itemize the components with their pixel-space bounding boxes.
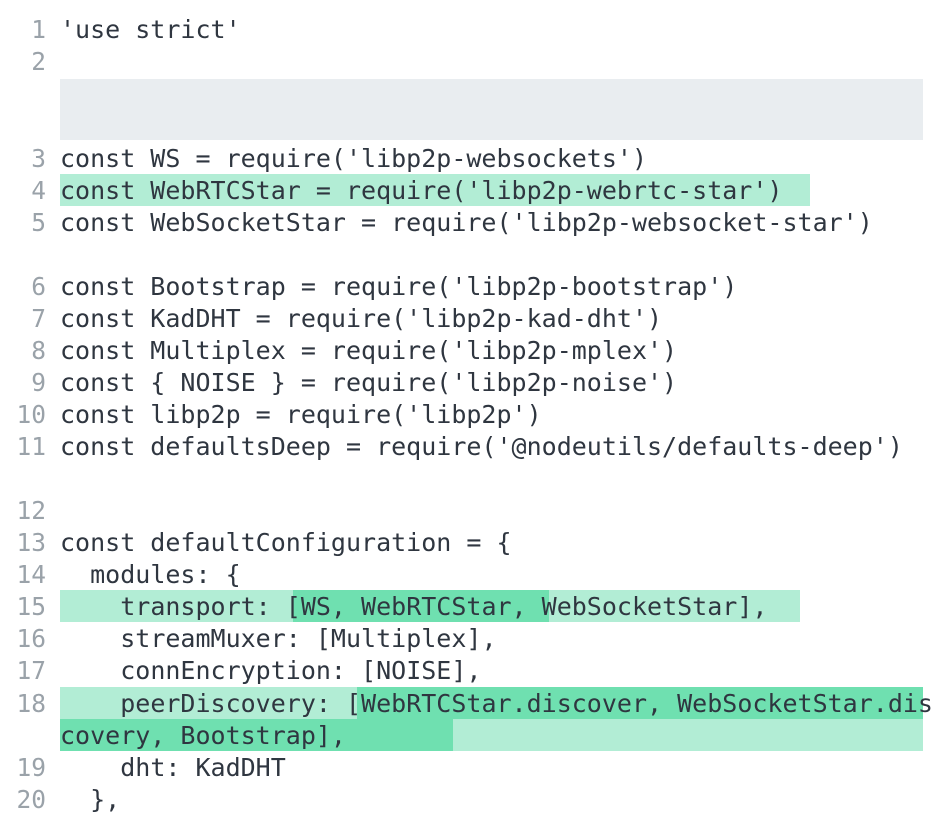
code-line-18[interactable]: 18 peerDiscovery: [WebRTCStar.discover, … xyxy=(0,688,945,752)
code-line-11[interactable]: 11 const defaultsDeep = require('@nodeut… xyxy=(0,431,945,463)
code-line-1[interactable]: 1 'use strict' xyxy=(0,14,945,46)
line-content: dht: KadDHT xyxy=(60,753,286,782)
line-number: 1 xyxy=(31,15,46,44)
line-content: streamMuxer: [Multiplex], xyxy=(60,624,497,653)
line-content: }, xyxy=(60,785,121,814)
code-line-12[interactable]: 12 xyxy=(0,495,945,527)
line-4-highlight-band xyxy=(60,174,810,206)
line-content: const defaultsDeep = require('@nodeutils… xyxy=(60,432,903,461)
line-number: 10 xyxy=(16,400,46,429)
code-line-8[interactable]: 8 const Multiplex = require('libp2p-mple… xyxy=(0,335,945,367)
code-line-6[interactable]: 6 const Bootstrap = require('libp2p-boot… xyxy=(0,271,945,303)
code-line-15[interactable]: 15 transport: [WS, WebRTCStar, WebSocket… xyxy=(0,591,945,623)
line-number: 2 xyxy=(31,47,46,76)
line-content: const KadDHT = require('libp2p-kad-dht') xyxy=(60,304,663,333)
code-line-14[interactable]: 14 modules: { xyxy=(0,559,945,591)
line-number: 16 xyxy=(16,624,46,653)
code-line-19[interactable]: 19 dht: KadDHT xyxy=(0,752,945,784)
line-15-word-highlight-band xyxy=(293,590,549,622)
line-content: const WebRTCStar = require('libp2p-webrt… xyxy=(60,176,783,205)
line-content: const { NOISE } = require('libp2p-noise'… xyxy=(60,368,678,397)
line-content: const Bootstrap = require('libp2p-bootst… xyxy=(60,272,738,301)
line-number: 6 xyxy=(31,272,46,301)
line-number: 20 xyxy=(16,785,46,814)
line-18-word-highlight-band-row2 xyxy=(60,719,453,751)
line-number: 18 xyxy=(16,689,46,718)
line-content: 'use strict' xyxy=(60,15,241,44)
code-line-9[interactable]: 9 const { NOISE } = require('libp2p-nois… xyxy=(0,367,945,399)
line-number: 12 xyxy=(16,496,46,525)
line-content: const WS = require('libp2p-websockets') xyxy=(60,144,647,173)
line-content: peerDiscovery: [WebRTCStar.discover, Web… xyxy=(60,689,933,750)
line-number: 19 xyxy=(16,753,46,782)
code-line-20[interactable]: 20 }, xyxy=(0,784,945,816)
code-line-7[interactable]: 7 const KadDHT = require('libp2p-kad-dht… xyxy=(0,303,945,335)
line-number: 8 xyxy=(31,336,46,365)
line-number: 15 xyxy=(16,592,46,621)
line-content: const Multiplex = require('libp2p-mplex'… xyxy=(60,336,678,365)
code-line-17[interactable]: 17 connEncryption: [NOISE], xyxy=(0,655,945,687)
line-content: const libp2p = require('libp2p') xyxy=(60,400,542,429)
line-content: modules: { xyxy=(60,560,241,589)
line-number: 14 xyxy=(16,560,46,589)
line-content: transport: [WS, WebRTCStar, WebSocketSta… xyxy=(60,592,768,621)
line-number: 3 xyxy=(31,144,46,173)
code-line-13[interactable]: 13 const defaultConfiguration = { xyxy=(0,527,945,559)
code-line-16[interactable]: 16 streamMuxer: [Multiplex], xyxy=(0,623,945,655)
line-number: 9 xyxy=(31,368,46,397)
code-line-5[interactable]: 5 const WebSocketStar = require('libp2p-… xyxy=(0,207,945,239)
line-content: const WebSocketStar = require('libp2p-we… xyxy=(60,208,873,237)
code-line-10[interactable]: 10 const libp2p = require('libp2p') xyxy=(0,399,945,431)
line-content: connEncryption: [NOISE], xyxy=(60,656,482,685)
line-number: 7 xyxy=(31,304,46,333)
line-number: 5 xyxy=(31,208,46,237)
line-content: const defaultConfiguration = { xyxy=(60,528,512,557)
placeholder-block[interactable] xyxy=(60,79,923,140)
line-number: 13 xyxy=(16,528,46,557)
line-number: 4 xyxy=(31,176,46,205)
line-number: 11 xyxy=(16,432,46,461)
code-line-2[interactable]: 2 xyxy=(0,46,945,78)
line-18-word-highlight-band-row1 xyxy=(357,687,923,719)
code-line-4[interactable]: 4 const WebRTCStar = require('libp2p-web… xyxy=(0,175,945,207)
code-line-3[interactable]: 3 const WS = require('libp2p-websockets'… xyxy=(0,143,945,175)
line-number: 17 xyxy=(16,656,46,685)
